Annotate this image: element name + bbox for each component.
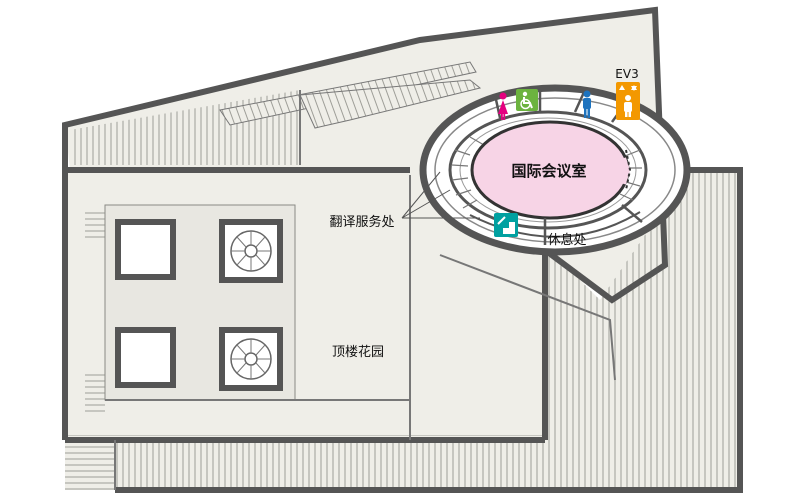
seating-ring: [459, 117, 637, 223]
wheelchair-icon[interactable]: [516, 89, 538, 111]
right-terrace-hatch: [545, 170, 740, 490]
translation-leader-lines: [401, 171, 480, 219]
seating-hatch: [451, 136, 642, 209]
female-restroom-icon[interactable]: [498, 92, 508, 121]
conference-room-door-dash: [625, 149, 632, 191]
column-block: [115, 219, 176, 280]
lounge-label: 休息处: [547, 232, 586, 248]
lounge-area: [469, 211, 641, 238]
spiral-stair: [219, 219, 283, 283]
conference-room-label: 国际会议室: [511, 162, 586, 180]
bottom-steps: [115, 440, 545, 490]
oval-hall: [419, 84, 691, 256]
ramp-lower: [299, 79, 482, 129]
conference-room-door: [622, 157, 631, 185]
left-stair-top: [85, 210, 105, 240]
building-outline: [62, 6, 743, 493]
roof-garden-label: 顶楼花园: [332, 344, 384, 360]
translation-office-label: 翻译服务处: [329, 214, 394, 230]
elevator-label: EV3: [615, 67, 638, 81]
column-block: [115, 327, 176, 388]
spiral-stair: [219, 327, 283, 391]
seating-ring: [448, 110, 648, 230]
stairs-icon[interactable]: [494, 213, 518, 237]
elevator-icon[interactable]: [616, 82, 640, 120]
left-stair-bottom: [85, 370, 105, 415]
male-restroom-icon[interactable]: [583, 90, 591, 119]
